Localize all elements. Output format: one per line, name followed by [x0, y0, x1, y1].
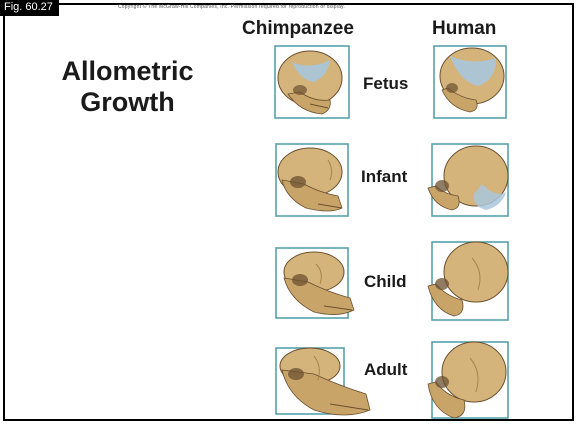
stage-label-child: Child — [364, 272, 407, 292]
chimpanzee-child-skull — [268, 244, 360, 322]
chimpanzee-fetus-skull — [270, 42, 355, 122]
chimpanzee-infant-skull — [268, 140, 358, 220]
copyright-notice: Copyright © The McGraw-Hill Companies, I… — [118, 4, 448, 10]
title-line-2: Growth — [40, 87, 215, 118]
diagram-title: Allometric Growth — [40, 56, 215, 118]
column-header-human: Human — [432, 18, 496, 40]
human-fetus-skull — [430, 42, 510, 122]
human-child-skull — [422, 238, 514, 322]
human-infant-skull — [422, 140, 514, 220]
column-header-chimpanzee: Chimpanzee — [242, 18, 354, 40]
figure-label: Fig. 60.27 — [0, 0, 59, 16]
stage-label-fetus: Fetus — [363, 74, 408, 94]
human-adult-skull — [422, 338, 514, 422]
chimpanzee-adult-skull — [270, 340, 374, 420]
stage-label-infant: Infant — [361, 167, 407, 187]
title-line-1: Allometric — [40, 56, 215, 87]
